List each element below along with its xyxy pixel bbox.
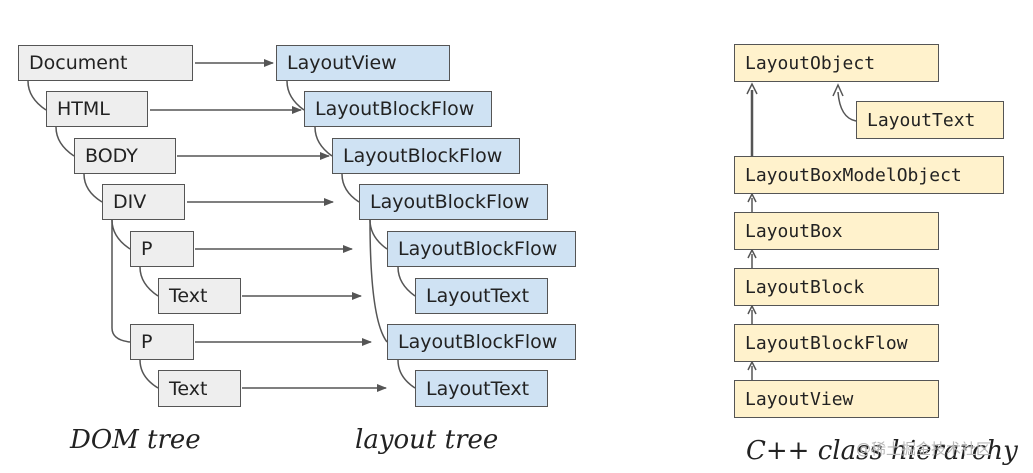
layout-node-text: LayoutText bbox=[415, 278, 548, 314]
class-node-layout-box: LayoutBox bbox=[734, 212, 939, 250]
layout-tree-line bbox=[397, 266, 416, 297]
layout-node-block-flow: LayoutBlockFlow bbox=[359, 184, 548, 220]
dom-node-p: P bbox=[130, 231, 194, 267]
class-node-layout-box-model-object: LayoutBoxModelObject bbox=[734, 156, 1004, 194]
dom-tree-line bbox=[111, 219, 131, 250]
class-node-layout-object: LayoutObject bbox=[734, 44, 939, 82]
layout-node-block-flow: LayoutBlockFlow bbox=[387, 231, 576, 267]
inheritance-line bbox=[837, 91, 857, 122]
layout-node-block-flow: LayoutBlockFlow bbox=[332, 138, 520, 174]
watermark: @稀土掘金技术社区 bbox=[856, 440, 992, 458]
layout-tree-line bbox=[286, 80, 305, 111]
dom-node-p: P bbox=[130, 324, 194, 360]
dom-tree-line bbox=[83, 173, 103, 203]
inheritance-arrowhead-icon bbox=[832, 83, 844, 97]
inheritance-arrowhead-icon bbox=[746, 82, 758, 95]
dom-node-text: Text bbox=[158, 370, 241, 407]
layout-tree-line bbox=[369, 219, 388, 343]
dom-node-div: DIV bbox=[102, 184, 185, 220]
class-node-layout-block-flow: LayoutBlockFlow bbox=[734, 324, 939, 362]
dom-tree-line bbox=[55, 126, 75, 157]
caption-dom-tree: DOM tree bbox=[70, 425, 201, 455]
dom-node-body: BODY bbox=[74, 138, 176, 174]
dom-tree-line bbox=[111, 220, 131, 343]
dom-node-text: Text bbox=[158, 278, 241, 314]
caption-layout-tree: layout tree bbox=[355, 425, 499, 455]
class-node-layout-block: LayoutBlock bbox=[734, 268, 939, 306]
dom-tree-line bbox=[139, 359, 159, 389]
dom-node-html: HTML bbox=[46, 91, 148, 127]
layout-node-text: LayoutText bbox=[415, 370, 548, 407]
inheritance-arrowhead-icon bbox=[747, 192, 757, 203]
layout-node-view: LayoutView bbox=[276, 45, 450, 81]
inheritance-arrowhead-icon bbox=[747, 248, 757, 259]
class-node-layout-text: LayoutText bbox=[856, 101, 1004, 139]
layout-tree-line bbox=[369, 219, 388, 250]
dom-tree-line bbox=[139, 266, 159, 297]
inheritance-arrowhead-icon bbox=[747, 304, 757, 315]
inheritance-arrowhead-icon bbox=[747, 360, 757, 371]
layout-tree-line bbox=[341, 173, 360, 203]
dom-node-document: Document bbox=[18, 45, 193, 81]
layout-node-block-flow: LayoutBlockFlow bbox=[387, 324, 576, 360]
caption-class-hierarchy: C++ class hierarchy bbox=[746, 436, 1018, 466]
layout-tree-line bbox=[397, 359, 416, 389]
dom-tree-line bbox=[27, 80, 47, 111]
layout-tree-line bbox=[314, 126, 333, 157]
class-node-layout-view: LayoutView bbox=[734, 380, 939, 418]
layout-node-block-flow: LayoutBlockFlow bbox=[304, 91, 492, 127]
